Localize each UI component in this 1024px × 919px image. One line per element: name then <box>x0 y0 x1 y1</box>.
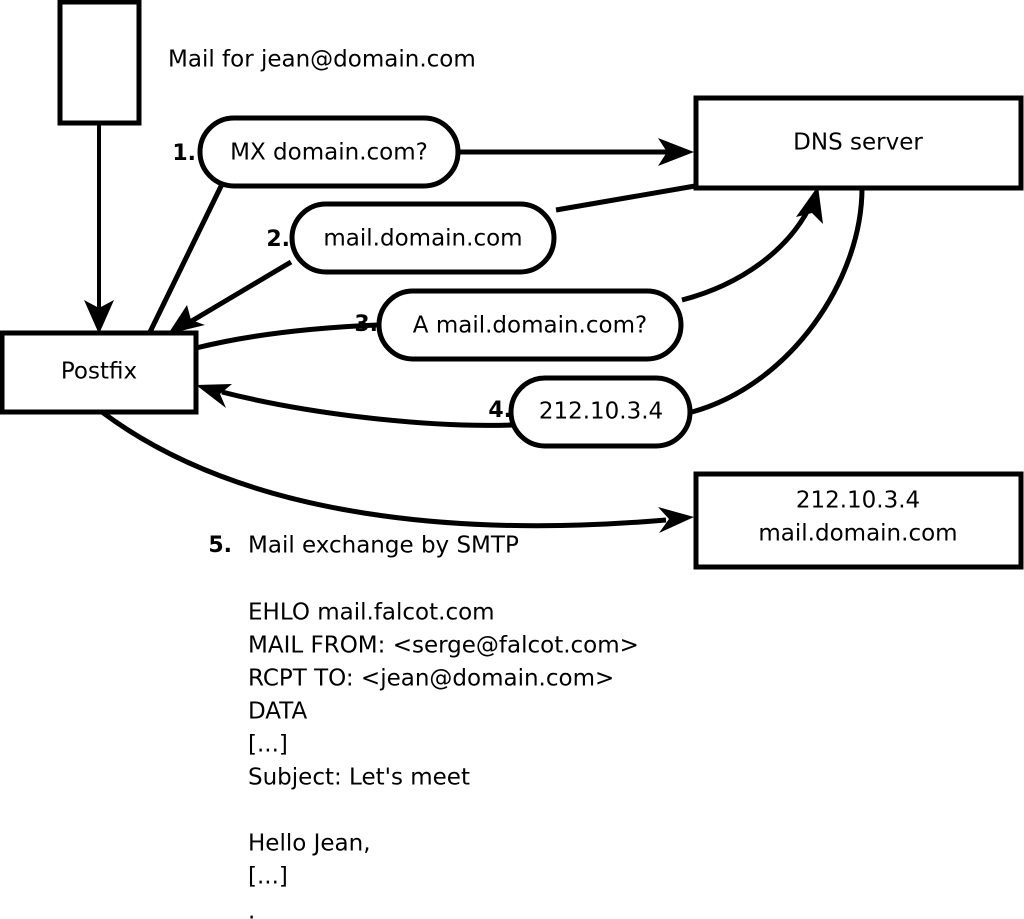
smtp-transcript-line: DATA <box>248 699 308 725</box>
edge-postfix-to-mailserver <box>100 409 694 533</box>
smtp-transcript-line: Hello Jean, <box>248 831 371 857</box>
smtp-transcript-line: [...] <box>248 864 288 890</box>
smtp-transcript-line: EHLO mail.falcot.com <box>248 600 495 626</box>
edge-postfix-to-step3-callout <box>195 322 379 351</box>
callout-step-2-label: mail.domain.com <box>323 226 522 252</box>
edge-client-to-postfix <box>84 123 114 334</box>
node-mailserver-box[interactable]: 212.10.3.4 mail.domain.com <box>693 471 1024 570</box>
smtp-caption: Mail exchange by SMTP <box>248 533 519 559</box>
node-mailserver-hostname: mail.domain.com <box>758 521 957 547</box>
node-dns-server-label: DNS server <box>793 130 923 156</box>
smtp-transcript-line: RCPT TO: <jean@domain.com> <box>248 666 614 692</box>
edge-step3-to-dns <box>681 186 823 303</box>
edge-dns-to-step4-callout <box>691 187 865 415</box>
callout-step-4-label: 212.10.3.4 <box>539 399 663 425</box>
callout-step-3[interactable]: A mail.domain.com? <box>376 288 684 362</box>
edge-step4-to-postfix <box>196 384 513 428</box>
callout-step-3-label: A mail.domain.com? <box>413 313 647 339</box>
step-number-5: 5. <box>208 533 232 558</box>
edge-step1-callout-tail <box>147 176 228 334</box>
edge-step1-to-dns <box>456 138 694 166</box>
step-number-4: 4. <box>488 398 512 423</box>
node-postfix-label: Postfix <box>61 359 137 385</box>
node-dns-server-box[interactable]: DNS server <box>693 95 1024 191</box>
callout-step-1-label: MX domain.com? <box>230 140 428 166</box>
smtp-transcript-line: Subject: Let's meet <box>248 765 470 791</box>
step-number-1: 1. <box>172 141 196 166</box>
edge-dns-to-step2-callout <box>555 183 696 213</box>
diagram-title: Mail for jean@domain.com <box>168 47 476 73</box>
node-postfix-box[interactable]: Postfix <box>0 330 199 415</box>
node-mailserver-ip: 212.10.3.4 <box>796 488 920 514</box>
callout-step-1[interactable]: MX domain.com? <box>197 115 461 189</box>
step-number-3: 3. <box>354 312 378 337</box>
smtp-transcript-line: MAIL FROM: <serge@falcot.com> <box>248 633 639 659</box>
callout-step-4[interactable]: 212.10.3.4 <box>508 375 693 449</box>
node-client-box[interactable] <box>57 0 142 126</box>
callout-step-2[interactable]: mail.domain.com <box>289 201 557 275</box>
step-number-2: 2. <box>266 227 290 252</box>
smtp-transcript-line: [...] <box>248 732 288 758</box>
edge-step2-to-postfix <box>168 259 293 334</box>
smtp-transcript-end-marker: . <box>248 899 255 919</box>
